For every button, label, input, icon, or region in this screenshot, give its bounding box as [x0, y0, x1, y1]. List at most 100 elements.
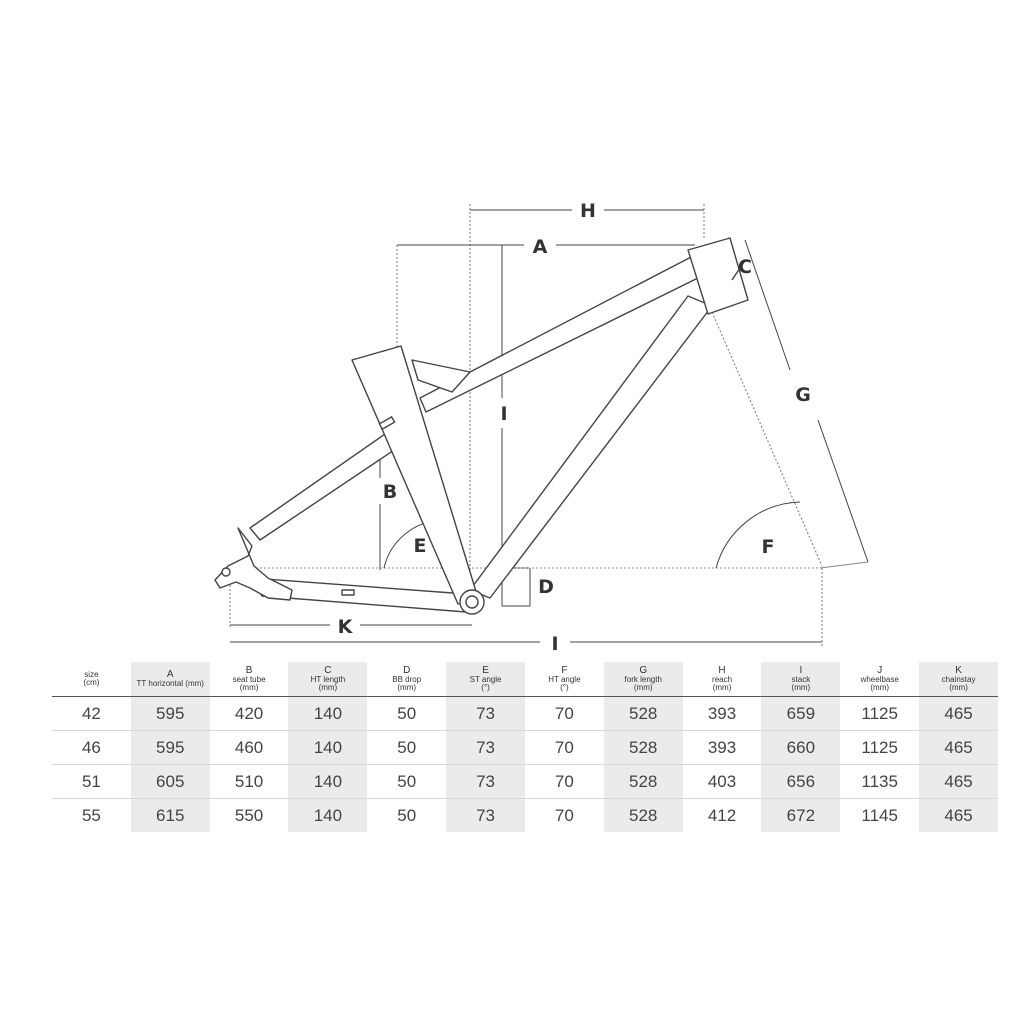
column-name: ST angle: [469, 675, 502, 684]
table-cell: 465: [919, 696, 998, 731]
table-cell: 1145: [861, 805, 898, 825]
table-cell: 615: [156, 805, 185, 825]
column-unit: (mm): [239, 683, 259, 692]
column-unit: (mm): [318, 683, 338, 692]
label-c: C: [738, 256, 752, 278]
label-k: K: [338, 616, 354, 638]
column-unit: (mm): [712, 683, 732, 692]
table-cell: 528: [603, 696, 683, 731]
table-cell: 595: [130, 730, 210, 765]
column-letter: K: [955, 665, 962, 676]
column-letter: C: [324, 665, 332, 676]
table-cell: 420: [209, 696, 289, 731]
column-unit: (mm): [791, 683, 811, 692]
table-cell: 70: [524, 764, 604, 799]
column-name: HT length: [310, 675, 346, 684]
table-cell: 42: [52, 696, 131, 731]
table-cell: 403: [682, 764, 762, 799]
table-cell: 73: [476, 805, 496, 825]
table-cell: 50: [367, 696, 447, 731]
table-cell: 50: [367, 764, 447, 799]
table-cell: 70: [524, 730, 604, 765]
column-letter: F: [561, 665, 568, 676]
column-name: stack: [791, 675, 811, 684]
table-cell: 1125: [840, 730, 920, 765]
column-name: BB drop: [392, 675, 422, 684]
frame-geometry-diagram: A B C D E F G H I J K: [214, 200, 869, 650]
table-cell: 46: [52, 730, 131, 765]
bike-frame: [214, 237, 749, 615]
table-cell: 595: [130, 696, 210, 731]
column-letter: H: [718, 665, 726, 676]
table-cell: 140: [288, 696, 368, 731]
column-letter: G: [639, 665, 648, 676]
column-name: fork length: [624, 675, 662, 684]
column-letter: A: [166, 669, 174, 680]
column-unit: (°): [560, 683, 569, 692]
column-name: HT angle: [548, 675, 581, 684]
table-cell: 393: [682, 696, 762, 731]
column-name: reach: [712, 675, 733, 684]
column-letter: E: [482, 665, 489, 676]
table-cell: 605: [130, 764, 210, 799]
label-e: E: [414, 535, 427, 557]
table-cell: 50: [367, 730, 447, 765]
table-cell: 412: [707, 805, 737, 825]
table-cell: 656: [761, 764, 841, 799]
label-b: B: [383, 481, 397, 503]
label-i: I: [500, 403, 507, 425]
table-cell: 660: [761, 730, 841, 765]
column-unit: (mm): [870, 683, 890, 692]
label-a: A: [533, 236, 548, 258]
table-cell: 460: [209, 730, 289, 765]
table-cell: 465: [944, 805, 973, 825]
column-letter: B: [245, 665, 253, 676]
table-cell: 51: [52, 764, 131, 799]
table-cell: 465: [919, 764, 998, 799]
table-cell: 73: [446, 730, 525, 765]
table-cell: 55: [81, 805, 101, 825]
column-letter: J: [877, 665, 883, 676]
column-name: seat tube: [232, 675, 266, 684]
column-name: chainstay: [941, 675, 976, 684]
table-cell: 528: [629, 805, 658, 825]
column-unit: (mm): [397, 683, 417, 692]
column-letter: D: [403, 665, 411, 676]
column-header: size(cm): [52, 662, 131, 697]
column-name: TT horizontal (mm): [136, 679, 204, 688]
table-cell: 528: [603, 764, 683, 799]
table-cell: 50: [397, 805, 417, 825]
table-cell: 140: [288, 730, 368, 765]
table-cell: 465: [919, 730, 998, 765]
label-g: G: [795, 384, 811, 406]
table-cell: 659: [761, 696, 841, 731]
table-cell: 70: [524, 696, 604, 731]
table-cell: 140: [288, 764, 368, 799]
table-cell: 672: [786, 805, 816, 825]
table-cell: 1135: [840, 764, 920, 799]
column-name: size: [84, 670, 99, 679]
table-cell: 73: [446, 764, 525, 799]
column-unit: (mm): [949, 683, 968, 692]
label-f: F: [762, 536, 775, 558]
table-cell: 1125: [840, 696, 920, 731]
label-d: D: [538, 576, 554, 598]
